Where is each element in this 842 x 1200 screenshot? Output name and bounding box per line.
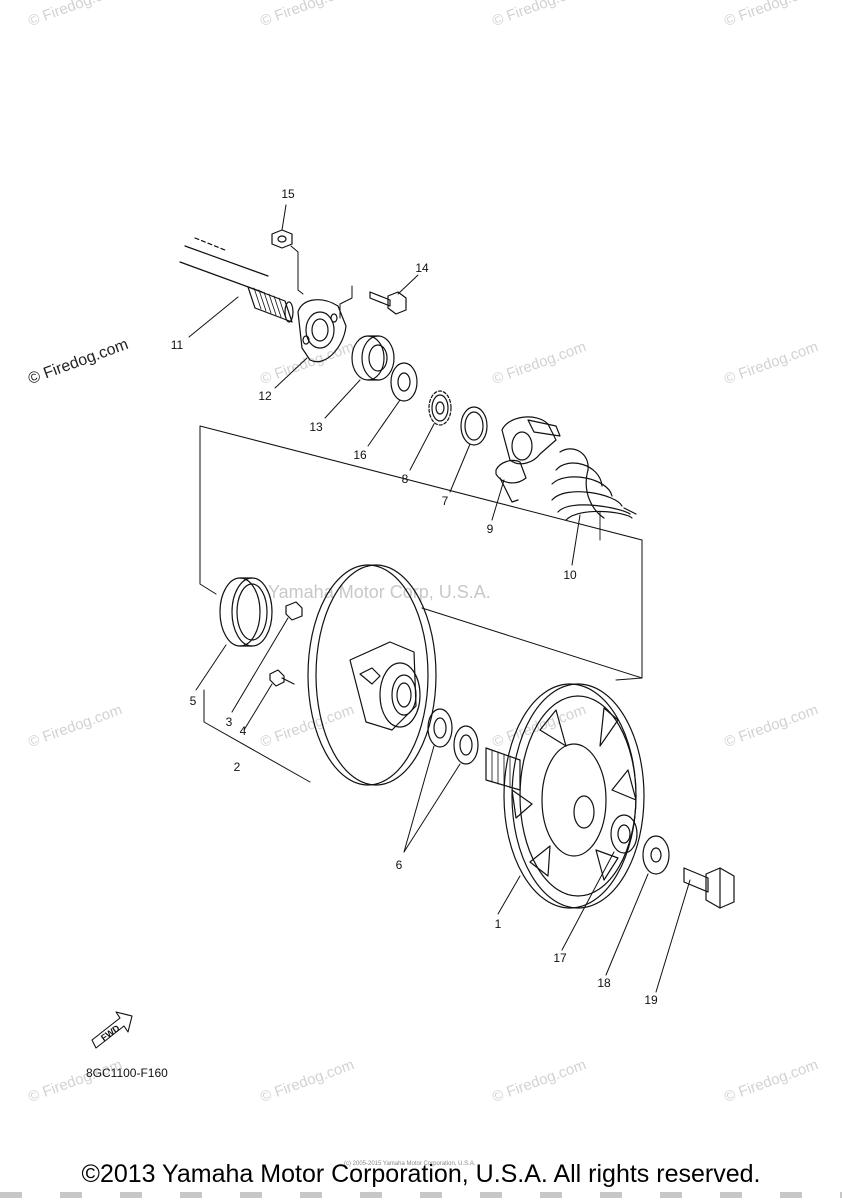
callout-3: 3 (225, 715, 233, 729)
part-17-washer (610, 814, 638, 854)
callout-12: 12 (258, 389, 272, 403)
callout-10: 10 (563, 568, 577, 582)
callout-17: 17 (553, 951, 567, 965)
callout-7: 7 (441, 494, 449, 508)
yamaha-watermark: Yamaha Motor Corp, U.S.A. (268, 582, 491, 602)
callout-1: 1 (494, 917, 502, 931)
copyright-footer: ©2013 Yamaha Motor Corporation, U.S.A. A… (81, 1160, 761, 1188)
part-9-cam (495, 416, 561, 503)
leader-lines (188, 204, 691, 993)
part-14-bolt (339, 285, 407, 319)
small-copyright-note: (c) 2005-2015 Yamaha Motor Corporation, … (344, 1161, 476, 1167)
callout-15: 15 (281, 187, 295, 201)
part-3-slider (285, 601, 303, 621)
part-7-washer (460, 406, 488, 446)
part-16-washer (390, 362, 418, 402)
callout-16: 16 (353, 448, 367, 462)
part-10-spring (551, 448, 637, 541)
part-15-nut (271, 229, 304, 295)
part-12-housing (297, 299, 347, 363)
callout-19: 19 (644, 993, 658, 1007)
bottom-watermark-strip (0, 1192, 842, 1198)
part-5-ring (219, 577, 273, 647)
callout-9: 9 (486, 522, 494, 536)
part-18-washer (642, 835, 670, 875)
callout-13: 13 (309, 420, 323, 434)
part-11-shaft (179, 237, 294, 323)
callout-18: 18 (597, 976, 611, 990)
callout-6: 6 (395, 858, 403, 872)
callout-5: 5 (189, 694, 197, 708)
callout-14: 14 (415, 261, 429, 275)
part-13-bearing (351, 335, 395, 381)
part-1-fixed-sheave (485, 683, 645, 909)
fwd-arrow-icon (91, 1011, 133, 1049)
part-19-bolt (683, 867, 735, 909)
diagram-code: 8GC1100-F160 (86, 1066, 168, 1080)
callout-2: 2 (233, 760, 241, 774)
callout-8: 8 (401, 472, 409, 486)
assembly-frame (199, 425, 643, 783)
part-8-locknut (428, 390, 452, 426)
callout-11: 11 (170, 338, 184, 352)
part-2-sheave (307, 564, 437, 786)
callout-4: 4 (239, 724, 247, 738)
part-4-screw (269, 669, 295, 687)
part-6-washers (427, 708, 479, 765)
